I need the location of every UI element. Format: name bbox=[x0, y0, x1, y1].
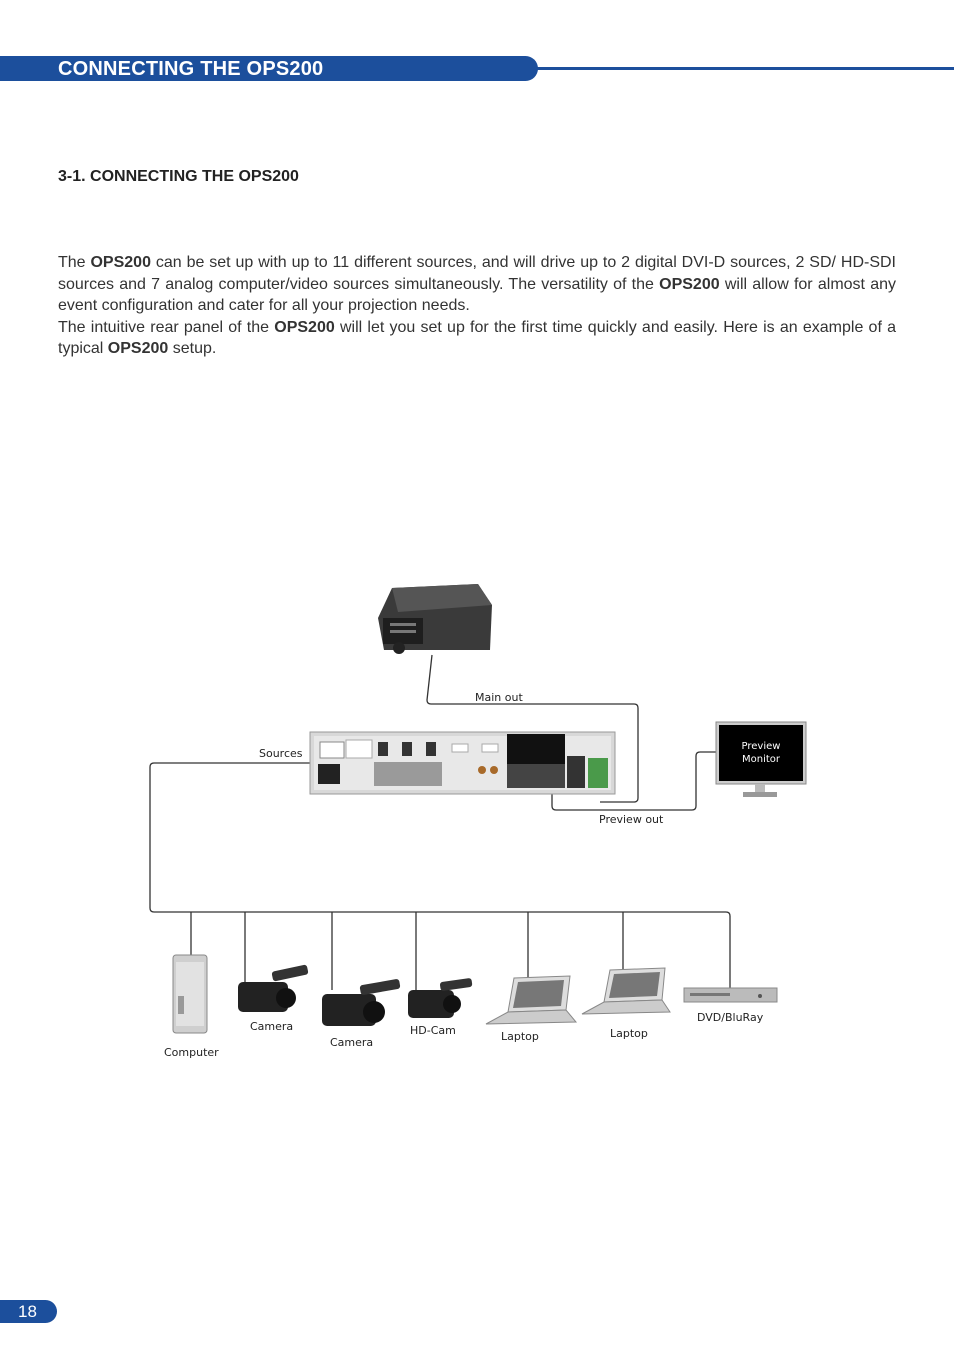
ops200-rear-panel-icon bbox=[309, 731, 616, 795]
preview-out-label: Preview out bbox=[599, 813, 664, 826]
header-bar bbox=[0, 56, 538, 81]
paragraph-1: The OPS200 can be set up with up to 11 d… bbox=[58, 252, 896, 317]
text-run: setup. bbox=[168, 340, 217, 357]
text-run: The bbox=[58, 254, 91, 271]
laptop-icon bbox=[485, 975, 578, 1025]
computer-icon bbox=[172, 954, 208, 1034]
page-title: CONNECTING THE OPS200 bbox=[58, 58, 324, 80]
text-run: can be set up with up to 11 different so… bbox=[58, 254, 896, 293]
preview-monitor-icon bbox=[715, 721, 807, 797]
projector-icon bbox=[378, 584, 492, 654]
paragraph-2: The intuitive rear panel of the OPS200 w… bbox=[58, 317, 896, 360]
hd-cam-label: HD-Cam bbox=[410, 1024, 456, 1037]
cables bbox=[149, 654, 731, 990]
product-name: OPS200 bbox=[274, 318, 335, 336]
product-name: OPS200 bbox=[107, 340, 169, 357]
page-number: 18 bbox=[18, 1302, 37, 1321]
computer-label: Computer bbox=[164, 1046, 219, 1059]
preview-monitor-label-1: Preview bbox=[742, 741, 781, 752]
dvd-player-icon bbox=[683, 987, 778, 1003]
main-out-label: Main out bbox=[475, 691, 523, 704]
hd-camera-icon bbox=[408, 978, 473, 1018]
sources-label: Sources bbox=[259, 747, 303, 760]
product-name: OPS200 bbox=[90, 254, 151, 271]
text-run: will let you set up for the first time q… bbox=[58, 318, 896, 358]
laptop-label: Laptop bbox=[610, 1027, 648, 1040]
laptop-label: Laptop bbox=[501, 1030, 539, 1043]
camera-icon bbox=[322, 979, 401, 1026]
preview-monitor-label-2: Monitor bbox=[742, 754, 781, 765]
camera-label: Camera bbox=[330, 1036, 373, 1049]
camera-icon bbox=[238, 964, 309, 1012]
laptop-icon bbox=[581, 967, 671, 1015]
setup-diagram: Main out Sources Preview out Preview Mon… bbox=[149, 584, 807, 1059]
text-run: will allow for almost any event configur… bbox=[58, 275, 897, 315]
product-name: OPS200 bbox=[659, 275, 720, 293]
dvd-bluray-label: DVD/BluRay bbox=[697, 1011, 764, 1024]
body-text: The OPS200 can be set up with up to 11 d… bbox=[58, 252, 896, 360]
text-run: The intuitive rear panel of the bbox=[58, 318, 275, 336]
camera-label: Camera bbox=[250, 1020, 293, 1033]
page-number-badge bbox=[0, 1300, 57, 1323]
header-rule bbox=[530, 67, 954, 70]
section-title: 3-1. CONNECTING THE OPS200 bbox=[58, 168, 299, 185]
